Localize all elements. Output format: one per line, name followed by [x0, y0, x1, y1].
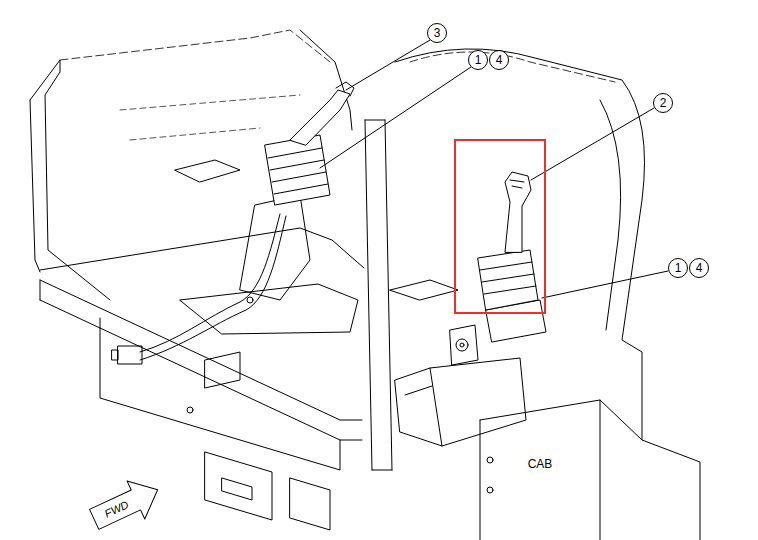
cab-label: CAB [528, 457, 553, 471]
callout-number: 1 [468, 50, 488, 70]
callout-number: 2 [653, 93, 673, 113]
callout-number: 1 [668, 258, 688, 278]
callout-number: 4 [489, 50, 509, 70]
forward-label: FWD [103, 498, 131, 519]
callout-number: 4 [689, 258, 709, 278]
callout-number: 3 [427, 23, 447, 43]
highlight-box [455, 140, 545, 313]
